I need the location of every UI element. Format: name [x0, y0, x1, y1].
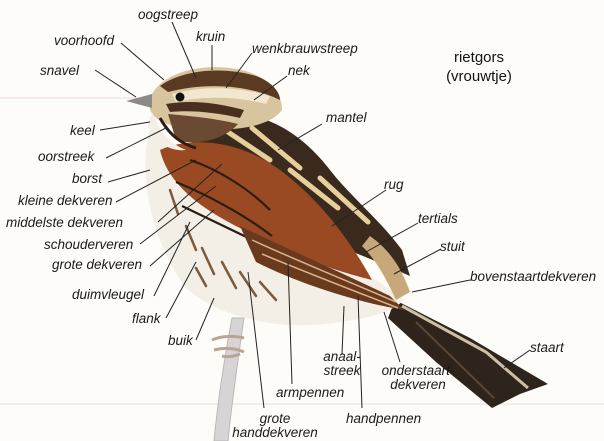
label-schouderveren: schouderveren [44, 238, 133, 252]
label-stuit: stuit [440, 240, 465, 254]
label-nek: nek [288, 64, 310, 78]
label-onderstaartdekveren-line-1: onderstaart- [370, 364, 466, 378]
eye [176, 93, 185, 102]
label-anaalstreek-line-1: anaal- [304, 350, 380, 364]
label-armpennen: armpennen [276, 386, 344, 400]
label-kleine-dekveren: kleine dekveren [18, 194, 113, 208]
diagram-title: rietgors (vrouwtje) [419, 48, 539, 86]
label-borst: borst [72, 172, 102, 186]
label-grote-dekveren: grote dekveren [52, 258, 142, 272]
label-wenkbrauwstreep: wenkbrauwstreep [252, 42, 358, 56]
label-anaalstreek-line-2: streek [304, 364, 380, 378]
beak [126, 94, 152, 108]
label-buik: buik [168, 334, 193, 348]
label-grote-handdekveren-line-1: grote [222, 412, 328, 426]
label-tertials: tertials [418, 212, 458, 226]
label-grote-handdekveren-line-2: handdekveren [222, 426, 328, 440]
label-flank: flank [132, 312, 161, 326]
label-duimvleugel: duimvleugel [72, 288, 144, 302]
title-line-1: rietgors [419, 48, 539, 67]
label-anaalstreek: anaal- streek [304, 350, 380, 378]
label-keel: keel [70, 124, 95, 138]
title-line-2: (vrouwtje) [419, 67, 539, 86]
label-middelste-dekveren: middelste dekveren [6, 216, 123, 230]
label-onderstaartdekveren: onderstaart- dekveren [370, 364, 466, 392]
label-kruin: kruin [196, 30, 225, 44]
label-staart: staart [530, 341, 564, 355]
label-voorhoofd: voorhoofd [54, 34, 114, 48]
label-bovenstaartdekveren: bovenstaartdekveren [470, 270, 596, 284]
label-mantel: mantel [326, 111, 367, 125]
label-oorstreek: oorstreek [38, 150, 94, 164]
label-snavel: snavel [40, 64, 79, 78]
label-onderstaartdekveren-line-2: dekveren [370, 378, 466, 392]
label-grote-handdekveren: grote handdekveren [222, 412, 328, 440]
label-oogstreep: oogstreep [138, 8, 198, 22]
label-rug: rug [384, 178, 404, 192]
label-handpennen: handpennen [346, 412, 421, 426]
